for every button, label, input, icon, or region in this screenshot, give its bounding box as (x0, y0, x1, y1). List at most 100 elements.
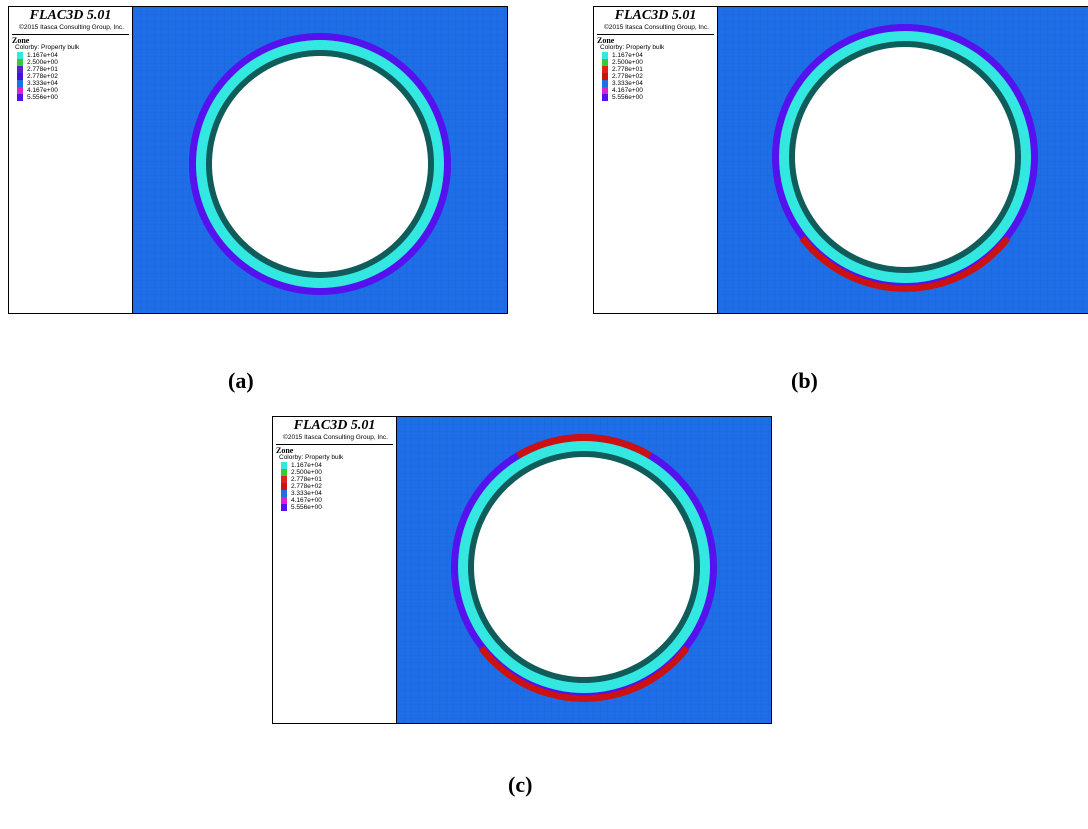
legend-swatch (17, 87, 23, 94)
legend-value: 1.167e+04 (612, 52, 643, 59)
legend-value: 2.778e+01 (27, 66, 58, 73)
legend-swatch (281, 462, 287, 469)
legend-entry: 1.167e+04 (602, 52, 643, 59)
software-title: FLAC3D 5.01 (29, 8, 112, 23)
colorby-label: Colorby: Property bulk (600, 44, 665, 51)
caption-b: (b) (791, 368, 818, 393)
legend-entry: 2.778e+01 (17, 66, 58, 73)
legend-entry: 2.778e+01 (281, 476, 322, 483)
legend-value: 5.556e+00 (612, 94, 643, 101)
legend-swatch (602, 80, 608, 87)
legend-entry: 5.556e+00 (17, 94, 58, 101)
legend-entry: 1.167e+04 (17, 52, 58, 59)
legend-swatch (17, 94, 23, 101)
treated-ring-bottom (799, 235, 1011, 292)
legend-value: 2.500e+00 (27, 59, 58, 66)
legend-entry: 3.333e+04 (281, 490, 322, 497)
zone-label: Zone (276, 446, 294, 455)
legend-swatch (17, 59, 23, 66)
legend-entry: 2.500e+00 (281, 469, 322, 476)
legend-swatch (17, 52, 23, 59)
legend-value: 2.500e+00 (612, 59, 643, 66)
colorby-label: Colorby: Property bulk (15, 44, 80, 51)
legend-swatch (281, 490, 287, 497)
legend-swatch (602, 59, 608, 66)
legend-entries: 1.167e+04 2.500e+00 2.778e+01 2.778e+02 … (281, 462, 322, 511)
treated-ring-bottom (478, 645, 690, 702)
legend-entry: 5.556e+00 (281, 504, 322, 511)
legend-swatch (17, 80, 23, 87)
legend-entry: 2.778e+02 (281, 483, 322, 490)
legend-entry: 4.167e+00 (281, 497, 322, 504)
legend-swatch (17, 73, 23, 80)
legend-value: 2.778e+01 (291, 476, 322, 483)
legend-entries: 1.167e+04 2.500e+00 2.778e+01 2.778e+02 … (17, 52, 58, 101)
caption-c: (c) (508, 772, 533, 797)
colorby-label: Colorby: Property bulk (279, 454, 344, 461)
tunnel-mesh-plot (133, 7, 507, 313)
legend-swatch (602, 66, 608, 73)
legend-entry: 2.500e+00 (602, 59, 643, 66)
legend-value: 2.778e+02 (27, 73, 58, 80)
legend-value: 2.778e+01 (612, 66, 643, 73)
copyright-text: ©2015 Itasca Consulting Group, Inc. (604, 24, 709, 31)
legend-entries: 1.167e+04 2.500e+00 2.778e+01 2.778e+02 … (602, 52, 643, 101)
legend-entry: 5.556e+00 (602, 94, 643, 101)
legend-swatch (602, 87, 608, 94)
legend-box: FLAC3D 5.01 ©2015 Itasca Consulting Grou… (273, 417, 397, 723)
tunnel-opening (474, 457, 694, 677)
mesh-svg (718, 7, 1088, 313)
legend-entry: 4.167e+00 (17, 87, 58, 94)
legend-entry: 1.167e+04 (281, 462, 322, 469)
panel-a: FLAC3D 5.01 ©2015 Itasca Consulting Grou… (8, 6, 508, 314)
legend-box: FLAC3D 5.01 ©2015 Itasca Consulting Grou… (9, 7, 133, 313)
copyright-text: ©2015 Itasca Consulting Group, Inc. (283, 434, 388, 441)
legend-value: 5.556e+00 (27, 94, 58, 101)
legend-swatch (602, 52, 608, 59)
legend-entry: 2.778e+02 (17, 73, 58, 80)
tunnel-opening (795, 47, 1015, 267)
legend-value: 2.778e+02 (612, 73, 643, 80)
legend-divider (597, 34, 714, 35)
legend-value: 4.167e+00 (291, 497, 322, 504)
legend-value: 4.167e+00 (612, 87, 643, 94)
mesh-svg (397, 417, 771, 723)
legend-swatch (281, 497, 287, 504)
legend-divider (12, 34, 129, 35)
legend-value: 5.556e+00 (291, 504, 322, 511)
tunnel-opening (212, 56, 428, 272)
copyright-text: ©2015 Itasca Consulting Group, Inc. (19, 24, 124, 31)
legend-swatch (281, 476, 287, 483)
mesh-svg (133, 7, 507, 313)
legend-entry: 2.500e+00 (17, 59, 58, 66)
legend-swatch (602, 94, 608, 101)
legend-value: 3.333e+04 (27, 80, 58, 87)
treated-ring-top (516, 434, 652, 459)
tunnel-mesh-plot (397, 417, 771, 723)
legend-swatch (281, 504, 287, 511)
legend-value: 1.167e+04 (291, 462, 322, 469)
software-title: FLAC3D 5.01 (614, 8, 697, 23)
legend-entry: 2.778e+01 (602, 66, 643, 73)
legend-value: 3.333e+04 (612, 80, 643, 87)
legend-value: 4.167e+00 (27, 87, 58, 94)
legend-value: 2.778e+02 (291, 483, 322, 490)
legend-entry: 4.167e+00 (602, 87, 643, 94)
legend-swatch (17, 66, 23, 73)
legend-value: 2.500e+00 (291, 469, 322, 476)
caption-a: (a) (228, 368, 254, 393)
legend-entry: 2.778e+02 (602, 73, 643, 80)
panel-b: FLAC3D 5.01 ©2015 Itasca Consulting Grou… (593, 6, 1088, 314)
legend-entry: 3.333e+04 (602, 80, 643, 87)
zone-label: Zone (597, 36, 615, 45)
legend-value: 1.167e+04 (27, 52, 58, 59)
legend-swatch (281, 483, 287, 490)
legend-box: FLAC3D 5.01 ©2015 Itasca Consulting Grou… (594, 7, 718, 313)
software-title: FLAC3D 5.01 (293, 418, 376, 433)
zone-label: Zone (12, 36, 30, 45)
legend-entry: 3.333e+04 (17, 80, 58, 87)
panel-c: FLAC3D 5.01 ©2015 Itasca Consulting Grou… (272, 416, 772, 724)
legend-value: 3.333e+04 (291, 490, 322, 497)
legend-swatch (602, 73, 608, 80)
tunnel-mesh-plot (718, 7, 1088, 313)
